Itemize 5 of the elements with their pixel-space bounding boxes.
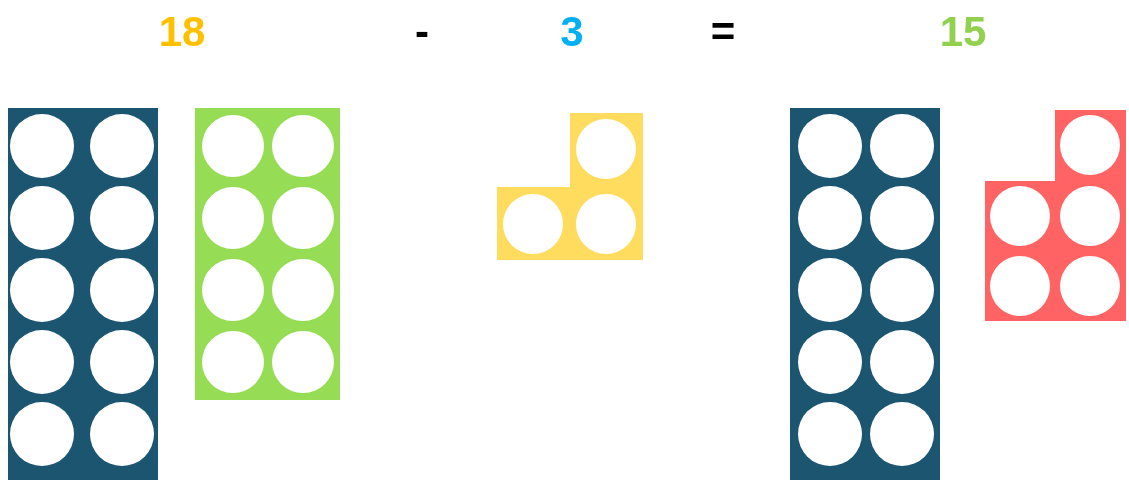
number-label: 18 (158, 8, 206, 56)
operator-sign: = (710, 8, 736, 56)
operator-sign: - (415, 8, 429, 56)
number-label: 3 (560, 8, 584, 56)
number-label: 15 (939, 8, 987, 56)
